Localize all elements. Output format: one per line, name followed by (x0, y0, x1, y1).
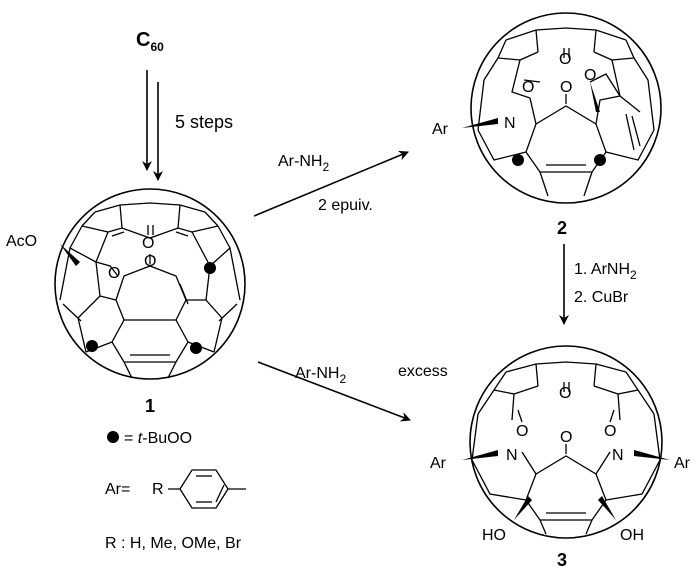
compound-2-structure (462, 12, 662, 204)
c3-carbonyl-o-right: O (604, 423, 616, 440)
arrow-2-to-3-step1: 1. ArNH2 (574, 261, 637, 282)
r-label: R (152, 481, 164, 498)
c3-oh-right: OH (620, 527, 644, 544)
compound-3-structure (462, 345, 670, 539)
c3-ar-left: Ar (430, 455, 447, 472)
c2-carbonyl-o-left: O (522, 79, 534, 96)
aco-label: AcO (6, 233, 37, 250)
c2-n-label: N (504, 115, 516, 132)
c3-ring-carbonyl-o: O (560, 429, 572, 446)
arrow-1-to-2 (253, 150, 409, 217)
c3-ar-right: Ar (674, 455, 691, 472)
svg-text:= t-BuOO: = t-BuOO (124, 430, 192, 447)
arrow-1-to-3-condition: excess (398, 363, 448, 380)
ar-definition-label: Ar= (105, 481, 130, 498)
tbuoo-legend: = t-BuOO (107, 430, 192, 447)
c3-n-left: N (506, 447, 518, 464)
c1-carbonyl-o: O (144, 253, 156, 270)
compound-2-label: 2 (557, 218, 567, 238)
c1-carbonyl-o-top: O (142, 235, 154, 252)
compound-3-label: 3 (557, 550, 567, 570)
c1-ring-o: O (108, 265, 120, 282)
aryl-ring (168, 469, 246, 509)
c60-label: C60 (136, 29, 164, 54)
five-steps-arrow (142, 70, 163, 181)
c3-carbonyl-o-top: O (559, 385, 571, 402)
svg-text:C60: C60 (136, 29, 164, 54)
c3-carbonyl-o-left: O (516, 423, 528, 440)
r-options: R : H, Me, OMe, Br (105, 535, 242, 552)
arrow-1-to-3 (257, 361, 411, 422)
c3-n-right: N (612, 447, 624, 464)
arrow-1-to-2-reagent: Ar-NH2 (278, 153, 329, 174)
c2-ar-label: Ar (432, 121, 449, 138)
arrow-2-to-3-step2: 2. CuBr (574, 289, 629, 306)
five-steps-label: 5 steps (175, 112, 233, 132)
c2-ring-carbonyl-o: O (560, 79, 572, 96)
arrow-1-to-2-condition: 2 epuiv. (318, 197, 373, 214)
arrow-1-to-3-reagent: Ar-NH2 (295, 365, 346, 386)
c2-epoxide-o: O (584, 67, 596, 84)
c3-ho-left: HO (482, 527, 506, 544)
compound-1-structure (54, 188, 246, 380)
compound-1-label: 1 (145, 396, 155, 416)
c2-carbonyl-o-top: O (559, 51, 571, 68)
